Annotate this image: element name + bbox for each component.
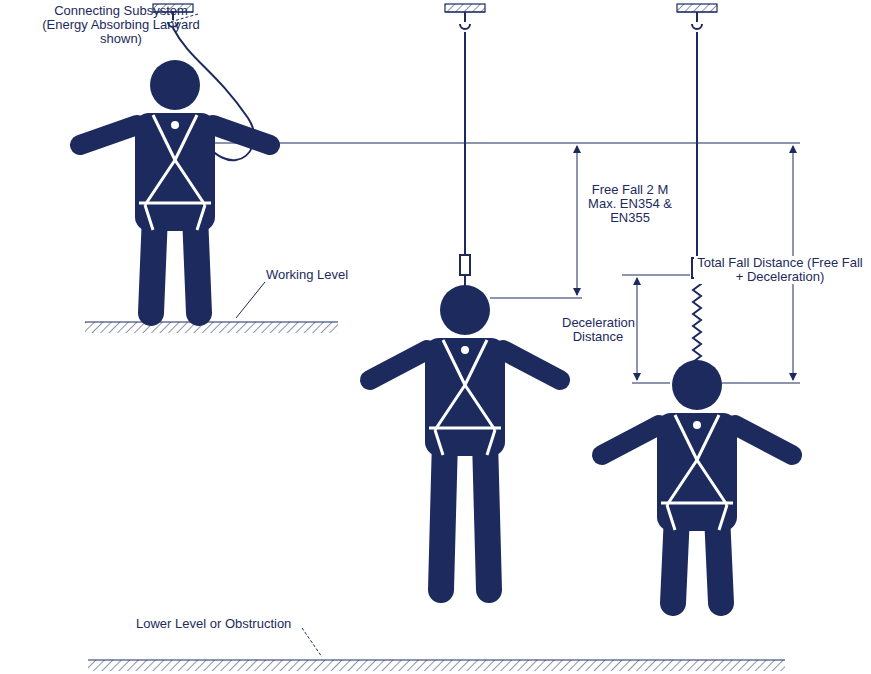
anchor-ceiling: [153, 4, 717, 12]
dimension-label: Total Fall Distance (Free Fall + Deceler…: [694, 256, 866, 284]
dimension-label: Deceleration Distance: [562, 316, 634, 344]
callout-label: Connecting Subsystem (Energy Absorbing L…: [36, 4, 206, 46]
ground-hatch: [85, 322, 785, 671]
worker-figure: [370, 285, 560, 590]
worker-figure: [80, 60, 792, 603]
dimension-label: Free Fall 2 M Max. EN354 & EN355: [582, 183, 678, 225]
lanyard: [168, 12, 702, 364]
leader-line: [170, 14, 322, 657]
worker-figure: [80, 60, 270, 313]
level-label: Working Level: [266, 268, 356, 282]
level-label: Lower Level or Obstruction: [136, 617, 316, 631]
worker-figure: [602, 360, 792, 603]
